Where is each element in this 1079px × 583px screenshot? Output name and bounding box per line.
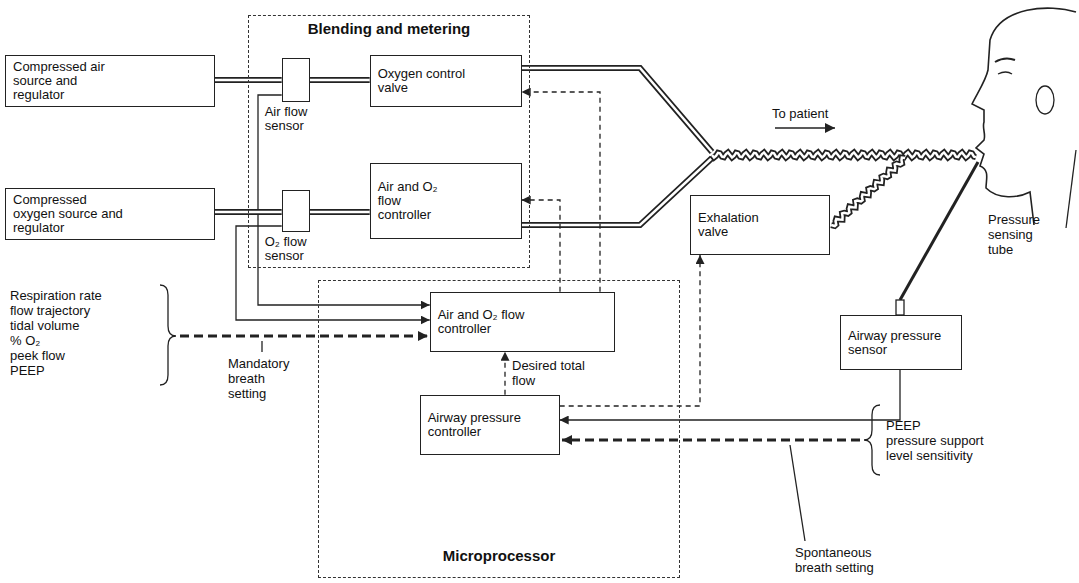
setting-group-label: Spontaneous breath setting — [795, 545, 895, 575]
exhalation-valve: Exhalation valve — [690, 195, 830, 255]
patient-head — [972, 8, 1076, 228]
flow-controller: Air and O₂ flow controller — [370, 163, 522, 239]
setting-item: flow trajectory — [10, 303, 160, 318]
group-title: Microprocessor — [319, 547, 679, 565]
box-label: Compressed oxygen source and regulator — [13, 193, 125, 235]
gas-line-core — [310, 79, 370, 82]
microprocessor-group: Microprocessor Air and O₂ flow controller… — [318, 280, 680, 578]
flow-controller: Air and O₂ flow controller — [430, 292, 615, 352]
signal-line — [236, 226, 430, 320]
leader-line — [261, 341, 262, 352]
setting-item: PEEP — [886, 418, 1071, 433]
source-box: Compressed oxygen source and regulator — [5, 188, 215, 240]
pressure-sensor: Airway pressure sensor — [840, 315, 962, 370]
box-label: Airway pressure controller — [428, 411, 538, 439]
flow-sensor: O₂ flow sensor — [282, 190, 310, 232]
box-label: Air and O₂ flow controller — [438, 308, 528, 336]
blending-group: Blending and meteringAir flow sensor Oxyg… — [248, 15, 530, 268]
setting-item: tidal volume — [10, 318, 160, 333]
box-label: O₂ flow sensor — [265, 235, 337, 263]
box-label: Oxygen control valve — [378, 67, 468, 95]
source-box: Compressed air source and regulator — [5, 55, 215, 107]
setting-item: pressure support — [886, 433, 1071, 448]
leader-line — [790, 445, 805, 541]
flow-label: To patient — [772, 106, 862, 121]
hose — [831, 158, 905, 226]
setting-item: Respiration rate — [10, 288, 160, 303]
hose — [712, 153, 976, 158]
bracket — [160, 285, 176, 385]
tube-port — [896, 300, 904, 315]
bracket — [864, 405, 880, 475]
gas-line — [522, 68, 712, 152]
box-label: Compressed air source and regulator — [13, 60, 125, 102]
setting-group-label: Mandatory breath setting — [228, 356, 306, 401]
signal-line — [560, 370, 900, 420]
signal-line — [522, 92, 600, 292]
gas-line — [522, 158, 712, 225]
flow-sensor: Air flow sensor — [282, 58, 310, 102]
signal-line — [504, 352, 505, 395]
setting-arrow — [180, 335, 428, 338]
box-label: Air flow sensor — [265, 105, 337, 133]
setting-item: % O₂ — [10, 333, 160, 348]
control-valve: Oxygen control valve — [370, 55, 522, 107]
gas-line — [522, 68, 712, 152]
pressure-controller: Airway pressure controller — [420, 395, 560, 455]
part-label: Pressure sensing tube — [988, 212, 1054, 257]
box-label: Exhalation valve — [698, 211, 778, 239]
hose — [831, 158, 905, 226]
gas-line — [310, 77, 370, 83]
gas-line-core — [310, 211, 370, 214]
setting-item: level sensitivity — [886, 448, 1071, 463]
signal-line — [522, 200, 560, 292]
hose — [712, 153, 976, 158]
pressure-sensing-tube — [900, 162, 978, 300]
box-label: Air and O₂ flow controller — [378, 180, 458, 222]
box-label: Airway pressure sensor — [848, 329, 953, 357]
merge-lines — [522, 68, 712, 225]
setting-item: PEEP — [10, 363, 160, 378]
setting-arrow — [562, 439, 860, 442]
flow-arrow — [775, 127, 835, 128]
setting-item: peek flow — [10, 348, 160, 363]
gas-line — [522, 158, 712, 225]
group-title: Blending and metering — [249, 20, 529, 38]
gas-line — [310, 209, 370, 215]
signal-label: Desired total flow — [512, 358, 600, 388]
